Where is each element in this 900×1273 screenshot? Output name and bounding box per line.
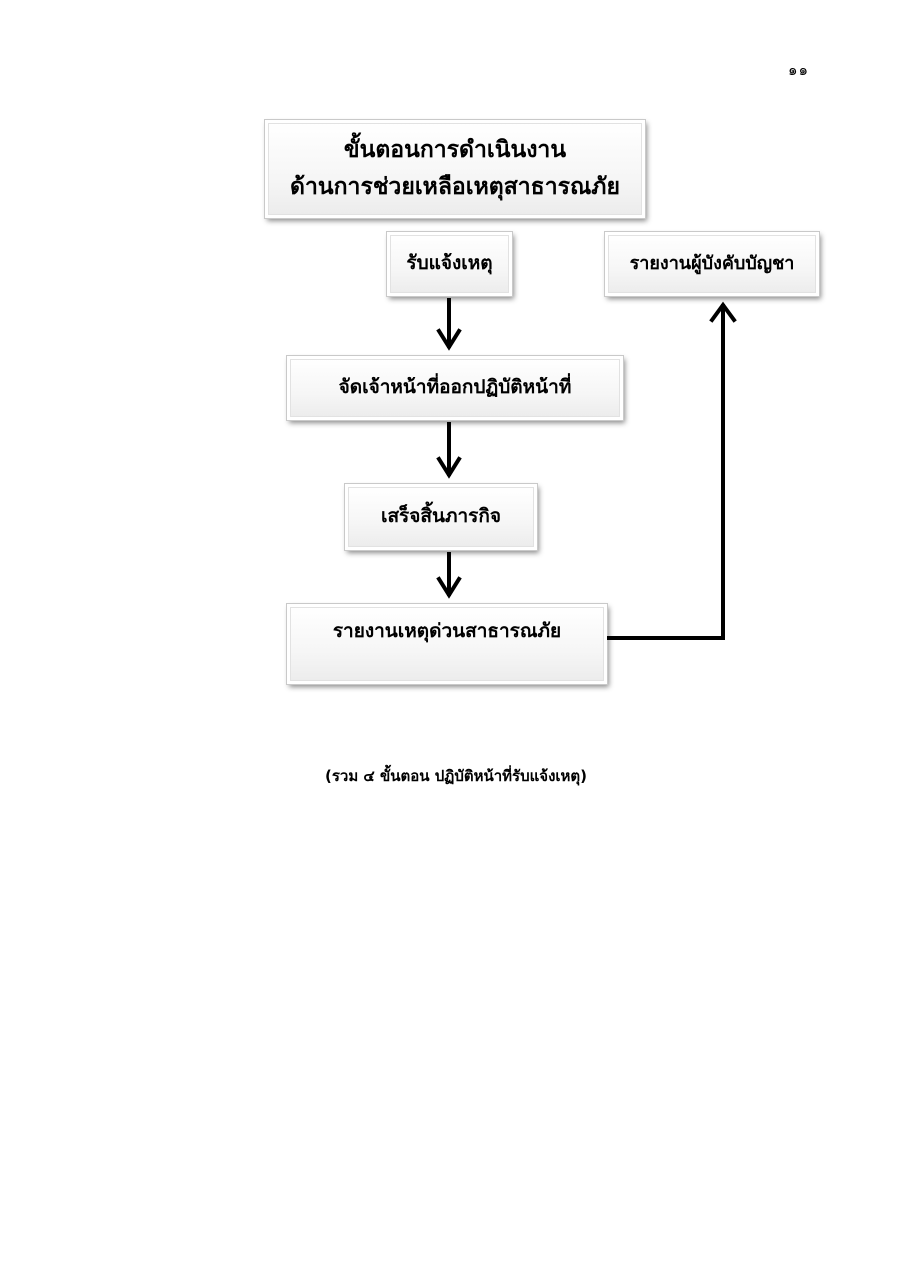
step-receive-report-label: รับแจ้งเหตุ [406,252,493,275]
arrow-assign-to-complete [436,422,462,479]
step-mission-complete: เสร็จสิ้นภารกิจ [344,483,538,551]
diagram-title-line-1: ขั้นตอนการดำเนินงาน [343,137,567,164]
step-assign-staff: จัดเจ้าหน้าที่ออกปฏิบัติหน้าที่ [286,355,624,421]
step-report-commander: รายงานผู้บังคับบัญชา [604,231,820,297]
arrow-receive-to-assign [436,298,462,351]
diagram-caption: (รวม ๔ ขั้นตอน ปฏิบัติหน้าที่รับแจ้งเหตุ… [324,767,588,785]
step-report-commander-label: รายงานผู้บังคับบัญชา [629,252,795,274]
step-assign-staff-label: จัดเจ้าหน้าที่ออกปฏิบัติหน้าที่ [338,376,572,399]
step-mission-complete-label: เสร็จสิ้นภารกิจ [380,505,502,528]
arrow-complete-to-report [436,552,462,599]
diagram-title-box: ขั้นตอนการดำเนินงาน ด้านการช่วยเหลือเหตุ… [264,119,646,219]
step-report-emergency-label: รายงานเหตุด่วนสาธารณภัย [332,620,562,642]
step-receive-report: รับแจ้งเหตุ [386,231,513,297]
step-report-emergency: รายงานเหตุด่วนสาธารณภัย [286,603,608,685]
diagram-title-line-2: ด้านการช่วยเหลือเหตุสาธารณภัย [290,174,620,200]
arrow-report-to-commander [607,301,737,640]
page-number: ๑๑ [788,61,810,79]
